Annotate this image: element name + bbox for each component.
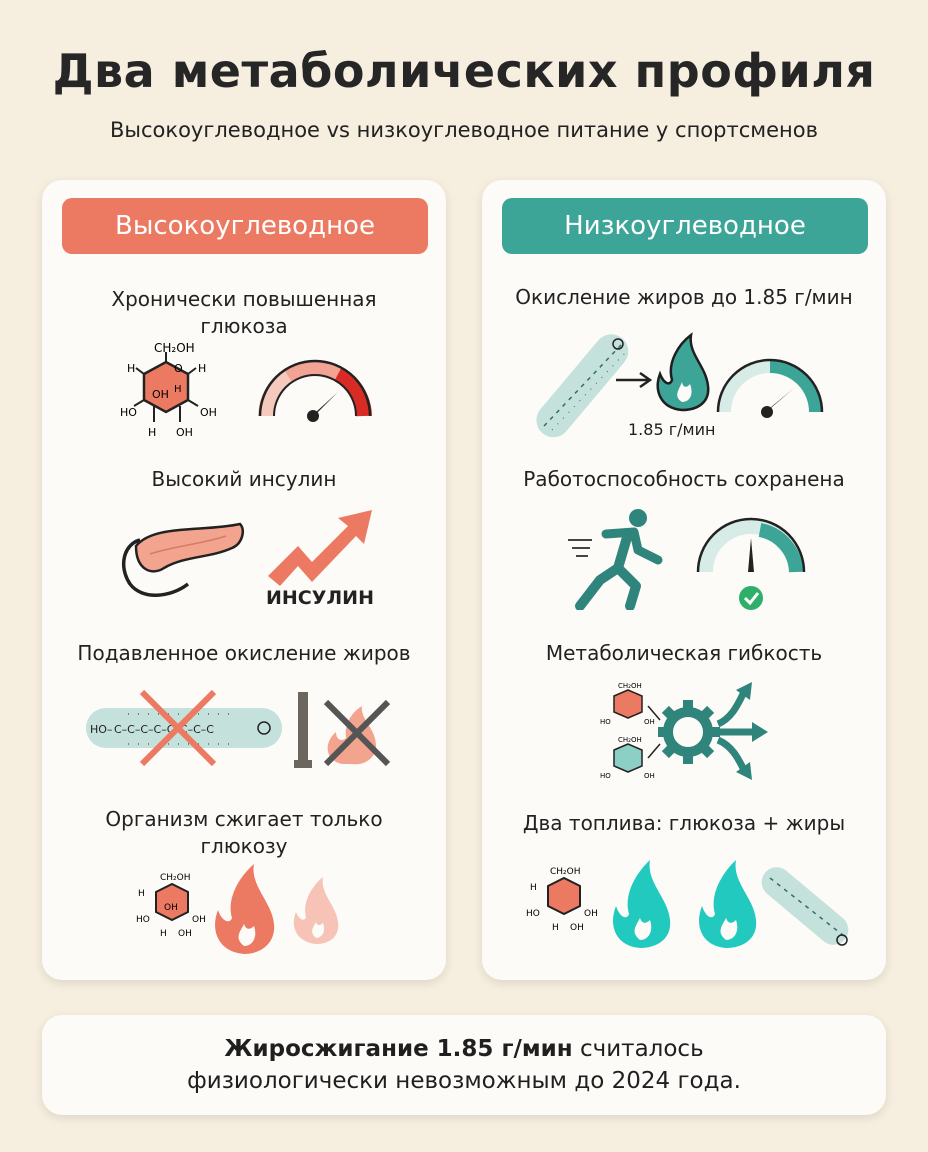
- glucose-pair-icon: CH₂OH HO OH CH₂OH HO OH: [600, 682, 661, 780]
- svg-text:HO–: HO–: [90, 723, 112, 736]
- svg-text:H: H: [174, 384, 182, 395]
- svg-text:OH: OH: [178, 929, 192, 939]
- gauge-high-icon: [258, 359, 372, 422]
- svg-text:CH₂OH: CH₂OH: [618, 682, 642, 690]
- gauge-teal-icon: [716, 358, 824, 418]
- svg-text:OH: OH: [644, 718, 655, 726]
- insulin-caption: ИНСУЛИН: [266, 587, 374, 609]
- section-title-flexibility: Метаболическая гибкость: [545, 641, 823, 665]
- svg-text:HO: HO: [600, 718, 611, 726]
- glucose-molecule-small-icon: CH₂OH H HO OH H OH: [526, 867, 598, 933]
- svg-text:OH: OH: [164, 903, 178, 913]
- rising-arrow-icon: ИНСУЛИН: [266, 510, 374, 609]
- svg-text:OH: OH: [200, 406, 217, 419]
- section-title-two-fuels: Два топлива: глюкоза + жиры: [522, 811, 846, 835]
- section-title-glucose-only: Организм сжигает только глюкозу: [105, 807, 383, 858]
- svg-text:CH₂OH: CH₂OH: [618, 736, 642, 744]
- flame-faded-icon: [293, 877, 339, 944]
- flame-cyan-icon: [699, 860, 757, 948]
- svg-text:CH₂OH: CH₂OH: [160, 873, 191, 883]
- svg-text:HO: HO: [600, 772, 611, 780]
- svg-text:HO: HO: [526, 909, 540, 919]
- low-carb-label: Низкоуглеводное: [502, 198, 868, 254]
- svg-text:CH₂OH: CH₂OH: [154, 341, 195, 355]
- low-carb-panel: Низкоуглеводное Окисление жиров до 1.85 …: [482, 180, 886, 980]
- svg-text:H: H: [160, 929, 167, 939]
- page-title: Два метаболических профиля: [52, 44, 876, 98]
- pancreas-icon: [121, 522, 244, 597]
- svg-text:HO: HO: [120, 406, 137, 419]
- section-title-fat-rate: Окисление жиров до 1.85 г/мин: [515, 285, 853, 309]
- high-carb-panel: Высокоуглеводное Хронически повышенная г…: [42, 180, 446, 980]
- glucose-molecule-icon: CH₂OH O H H HO OH OH H H OH: [120, 341, 217, 439]
- flame-cyan-icon: [613, 860, 671, 948]
- arrow-right-icon: [616, 371, 653, 389]
- fatty-acid-small-icon: [761, 867, 849, 946]
- glucose-molecule-small-icon: CH₂OH H HO OH OH H OH: [136, 873, 206, 939]
- footer-highlight: Жиросжигание 1.85 г/мин: [224, 1036, 573, 1062]
- flame-icon: [215, 864, 275, 954]
- rate-caption: 1.85 г/мин: [628, 420, 716, 439]
- blocked-flame-icon: [294, 692, 391, 768]
- footer-note: Жиросжигание 1.85 г/мин считалось физиол…: [42, 1015, 886, 1115]
- svg-text:OH: OH: [644, 772, 655, 780]
- runner-icon: [568, 509, 663, 610]
- flame-teal-outline-icon: [656, 332, 710, 412]
- section-title-fat-oxidation: Подавленное окисление жиров: [77, 641, 411, 665]
- fatty-acid-crossed-icon: HO– C–C–C–C–C–C–C–C: [86, 689, 282, 767]
- svg-text:O: O: [174, 362, 183, 375]
- svg-text:H: H: [138, 889, 145, 899]
- section-title-performance: Работоспособность сохранена: [523, 467, 845, 491]
- section-title-insulin: Высокий инсулин: [151, 467, 337, 491]
- footer-text-1: считалось: [572, 1036, 704, 1062]
- footer-text-2: физиологически невозможным до 2024 года.: [187, 1068, 741, 1094]
- fatty-acid-icon: [536, 334, 629, 438]
- svg-text:H: H: [148, 426, 156, 439]
- svg-text:OH: OH: [176, 426, 193, 439]
- svg-text:H: H: [127, 362, 135, 375]
- svg-text:OH: OH: [152, 388, 169, 401]
- svg-text:H: H: [530, 883, 537, 893]
- svg-text:OH: OH: [192, 915, 206, 925]
- page-subtitle: Высокоуглеводное vs низкоуглеводное пита…: [110, 118, 818, 142]
- svg-text:OH: OH: [584, 909, 598, 919]
- svg-text:HO: HO: [136, 915, 150, 925]
- svg-text:H: H: [198, 362, 206, 375]
- svg-text:CH₂OH: CH₂OH: [550, 867, 581, 877]
- high-carb-label: Высокоуглеводное: [62, 198, 428, 254]
- gear-arrows-icon: [658, 682, 768, 780]
- svg-text:C–C–C–C–C–C–C–C: C–C–C–C–C–C–C–C: [114, 723, 214, 736]
- svg-text:OH: OH: [570, 923, 584, 933]
- gauge-check-icon: [696, 517, 806, 610]
- section-title-glucose: Хронически повышенная глюкоза: [111, 287, 377, 338]
- svg-text:H: H: [552, 923, 559, 933]
